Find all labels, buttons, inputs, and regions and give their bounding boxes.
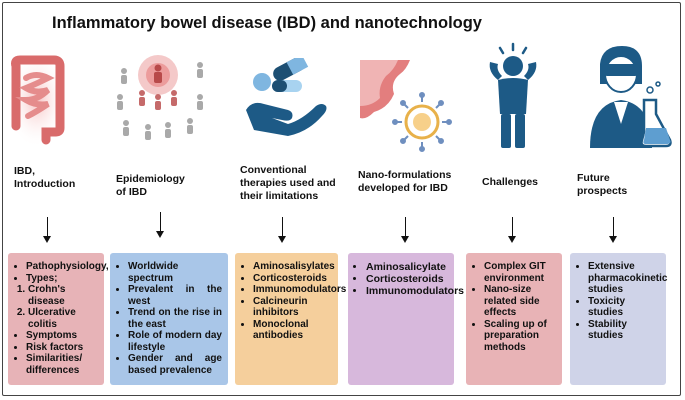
- population-icon: [117, 55, 203, 140]
- list-item: Scaling up of preparation methods: [484, 319, 556, 354]
- figure-title: Inflammatory bowel disease (IBD) and nan…: [52, 14, 482, 32]
- arrow-4: [401, 217, 409, 243]
- list-item: Nano-size related side effects: [484, 284, 556, 319]
- box-future-prospects: Extensive pharmacokinetic studies Toxici…: [570, 253, 667, 385]
- list-item: Toxicity studies: [588, 296, 660, 319]
- list-item: Crohn's disease: [28, 284, 98, 307]
- list-item: Monoclonal antibodies: [253, 319, 332, 342]
- list-item: Calcineurin inhibitors: [253, 296, 332, 319]
- pills-hand-icon: [246, 58, 327, 136]
- list-item: Aminosalicylate: [366, 261, 448, 273]
- list-item: Types;: [26, 273, 98, 285]
- box-ibd-introduction: Pathophysiology, Types; Crohn's disease …: [8, 253, 109, 385]
- list-item: Symptoms: [26, 330, 98, 342]
- list-item: Worldwide spectrum: [128, 261, 222, 284]
- col1-label: IBD,Introduction: [14, 165, 76, 190]
- intestine-icon: [6, 52, 68, 148]
- figure-frame: [2, 2, 681, 396]
- stressed-person-icon: [489, 42, 537, 148]
- box-challenges: Complex GIT environment Nano-size relate…: [466, 253, 562, 385]
- list-item: Pathophysiology,: [26, 261, 109, 273]
- list-item: Role of modern day lifestyle: [128, 330, 222, 353]
- list-item: Corticosteroids: [366, 273, 448, 285]
- arrow-5: [508, 217, 516, 243]
- box-conventional-therapies: Aminosalisylates Corticosteroids Immunom…: [235, 253, 346, 385]
- nanoparticle-icon: [360, 60, 452, 152]
- arrow-1: [43, 217, 51, 243]
- arrow-2: [156, 212, 164, 238]
- list-item: Corticosteroids: [253, 273, 332, 285]
- col5-label: Challenges: [482, 176, 539, 188]
- list-item: Aminosalisylates: [253, 261, 335, 273]
- list-item: Ulcerative colitis: [28, 307, 98, 330]
- list-item: Gender and age based prevalence: [128, 353, 222, 376]
- list-item: Similarities/ differences: [26, 353, 98, 376]
- list-item: Prevalent in the west: [128, 284, 222, 307]
- list-item: Stability studies: [588, 319, 660, 342]
- list-item: Immunomodulators: [253, 284, 346, 296]
- list-item: Immunomodulators: [366, 285, 464, 297]
- arrow-3: [278, 217, 286, 243]
- list-item: Extensive pharmacokinetic studies: [588, 261, 667, 296]
- list-item: Complex GIT environment: [484, 261, 556, 284]
- box-nano-formulations: Aminosalicylate Corticosteroids Immunomo…: [348, 253, 464, 385]
- box-epidemiology: Worldwide spectrum Prevalent in the west…: [110, 253, 228, 385]
- list-item: Trend on the rise in the east: [128, 307, 222, 330]
- list-item: Risk factors: [26, 342, 98, 354]
- arrow-6: [609, 217, 617, 243]
- scientist-icon: [590, 46, 672, 148]
